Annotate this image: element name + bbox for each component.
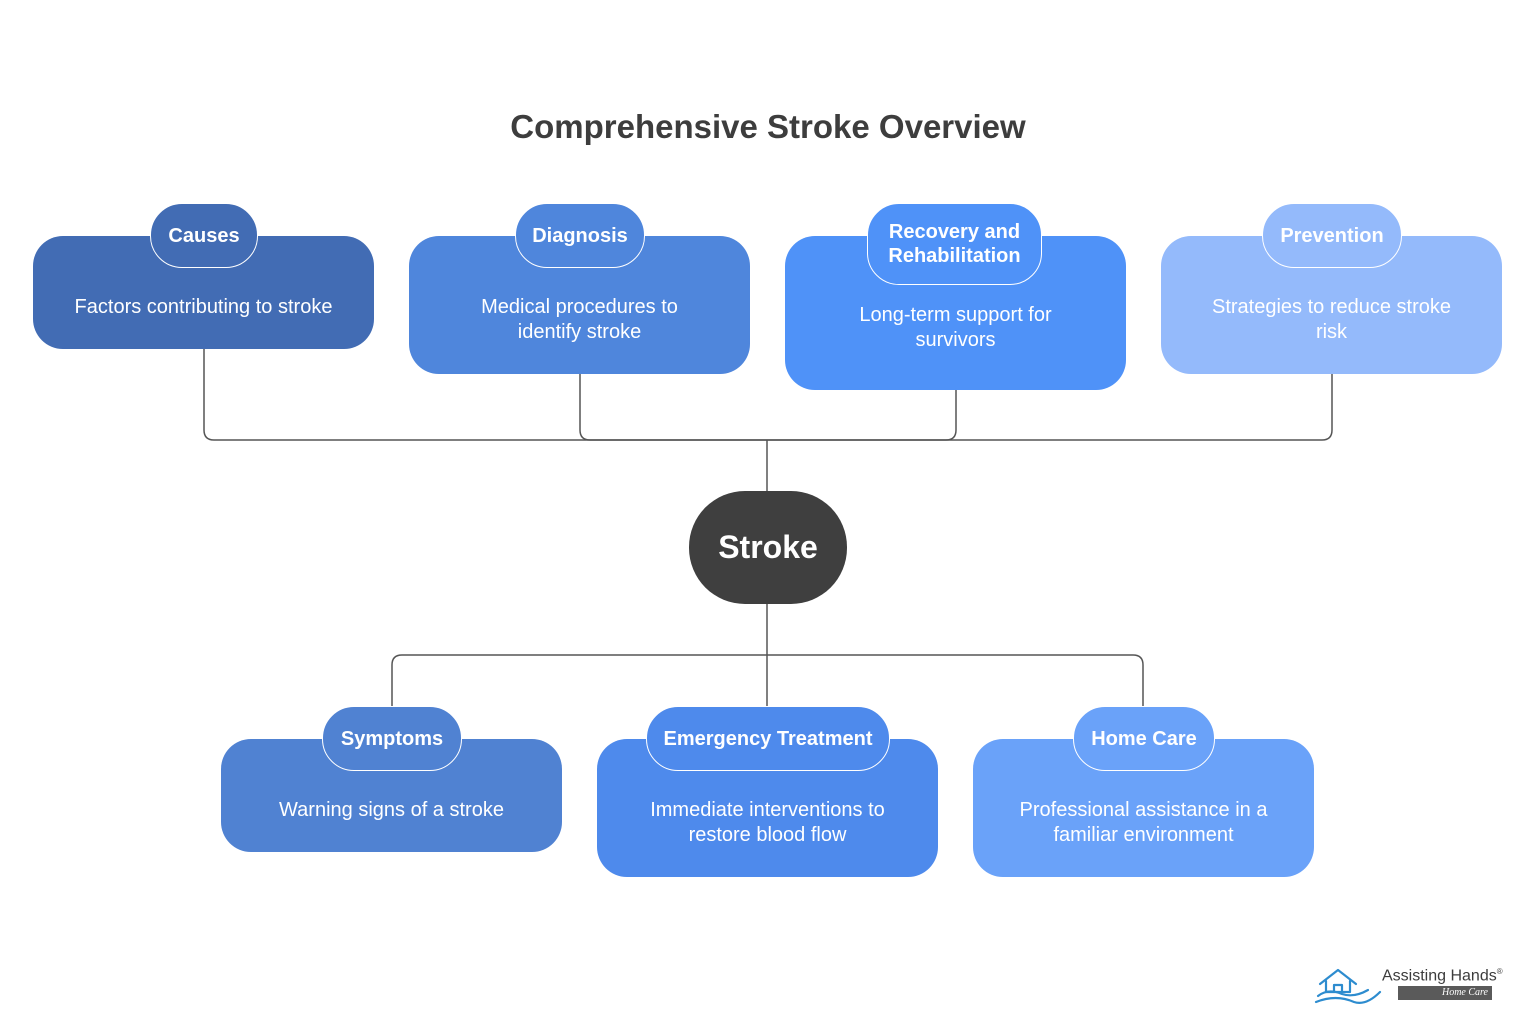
node-causes-title: Causes (150, 203, 258, 268)
logo-name: Assisting Hands® (1382, 967, 1503, 985)
connector-symptoms (391, 654, 767, 706)
logo-tagline: Home Care (1398, 986, 1492, 1000)
diagram-title: Comprehensive Stroke Overview (510, 108, 1026, 145)
node-emergency-title: Emergency Treatment (646, 706, 890, 771)
node-diagnosis-title: Diagnosis (515, 203, 645, 268)
house-hand-icon (1314, 968, 1382, 1004)
node-recovery-title: Recovery and Rehabilitation (867, 203, 1042, 285)
connector-causes (203, 349, 767, 441)
node-symptoms-title: Symptoms (322, 706, 462, 771)
brand-logo: Assisting Hands® Home Care (1314, 962, 1504, 1006)
node-emergency-description: Immediate interventions to restore blood… (650, 799, 885, 846)
center-node-stroke: Stroke (689, 491, 847, 604)
node-prevention-title: Prevention (1262, 203, 1402, 268)
node-causes-description: Factors contributing to stroke (74, 296, 333, 318)
node-prevention-description: Strategies to reduce stroke risk (1211, 296, 1451, 343)
node-recovery-description: Long-term support for survivors (859, 304, 1052, 351)
node-home-care-description: Professional assistance in a familiar en… (1019, 799, 1268, 846)
node-symptoms-description: Warning signs of a stroke (279, 799, 504, 821)
node-symptoms-card: Warning signs of a stroke (221, 739, 562, 852)
connector-diagnosis (579, 374, 767, 441)
connector-home-care (767, 654, 1144, 706)
node-diagnosis-description: Medical procedures to identify stroke (481, 296, 678, 343)
node-home-care-title: Home Care (1073, 706, 1215, 771)
connector-prevention (767, 374, 1333, 441)
connector-recovery (767, 390, 957, 441)
